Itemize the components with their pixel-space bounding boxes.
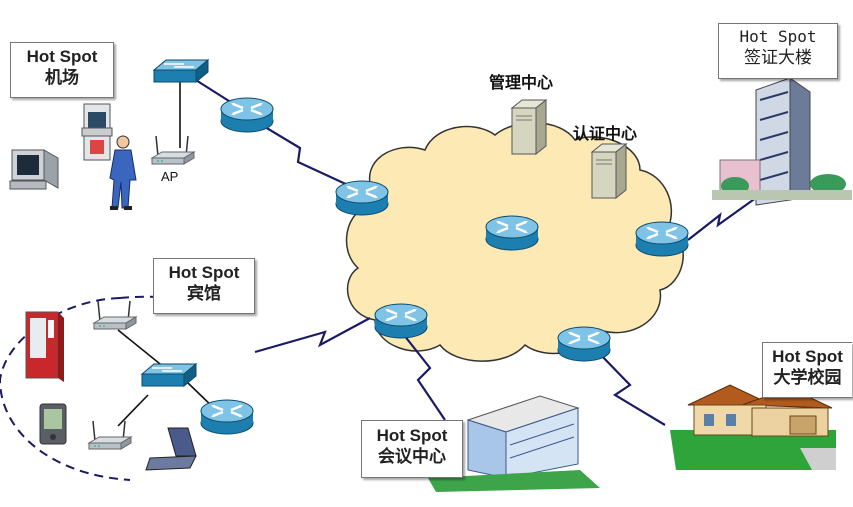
person-icon [109, 135, 137, 210]
ap-label: AP [161, 169, 178, 184]
router-hotel [199, 398, 255, 436]
hotspot-hotel-title: Hot Spot [168, 263, 240, 282]
hotspot-airport-place: 机场 [45, 68, 79, 88]
hotspot-hotel-place: 宾馆 [187, 284, 221, 304]
hotspot-visa-label: Hot Spot 签证大楼 [718, 23, 838, 79]
hotspot-airport-title: Hot Spot [26, 47, 98, 66]
laptop-icon [145, 427, 197, 471]
router-airport [219, 96, 275, 134]
auth-center-label: 认证中心 [573, 124, 637, 143]
hotspot-campus-label: Hot Spot 大学校园 [762, 342, 852, 398]
switch-airport [153, 59, 209, 83]
hotspot-airport-label: Hot Spot 机场 [10, 42, 114, 98]
router-cloud-bottom-left [373, 302, 429, 340]
ap-hotel-top-icon [93, 300, 137, 330]
conference-building-icon [428, 395, 600, 492]
hotel-boundary [0, 297, 131, 481]
router-cloud-right [634, 220, 690, 258]
kiosk-icon [81, 103, 113, 161]
ap-airport-icon [151, 135, 195, 165]
monitor-icon [9, 149, 59, 190]
vending-machine-icon [25, 311, 64, 382]
router-cloud-center [484, 214, 540, 252]
campus-house-icon [670, 384, 836, 470]
server-management-icon [511, 99, 547, 155]
router-cloud-bottom-right [556, 325, 612, 363]
server-auth-icon [591, 143, 627, 199]
hotspot-visa-place: 签证大楼 [744, 48, 812, 67]
management-center-label: 管理中心 [489, 73, 553, 92]
hotspot-conference-title: Hot Spot [376, 426, 448, 445]
ap-hotel-bottom-icon [88, 420, 132, 450]
hotspot-campus-title: Hot Spot [772, 347, 843, 366]
switch-hotel [141, 363, 197, 387]
hotspot-conference-place: 会议中心 [378, 447, 446, 467]
visa-building-icon [712, 77, 852, 206]
hotspot-conference-label: Hot Spot 会议中心 [361, 420, 463, 478]
hotspot-campus-place: 大学校园 [773, 368, 842, 388]
pda-icon [39, 403, 67, 445]
router-cloud-left [334, 179, 390, 217]
hotspot-hotel-label: Hot Spot 宾馆 [153, 258, 255, 314]
hotspot-visa-title: Hot Spot [739, 27, 817, 46]
